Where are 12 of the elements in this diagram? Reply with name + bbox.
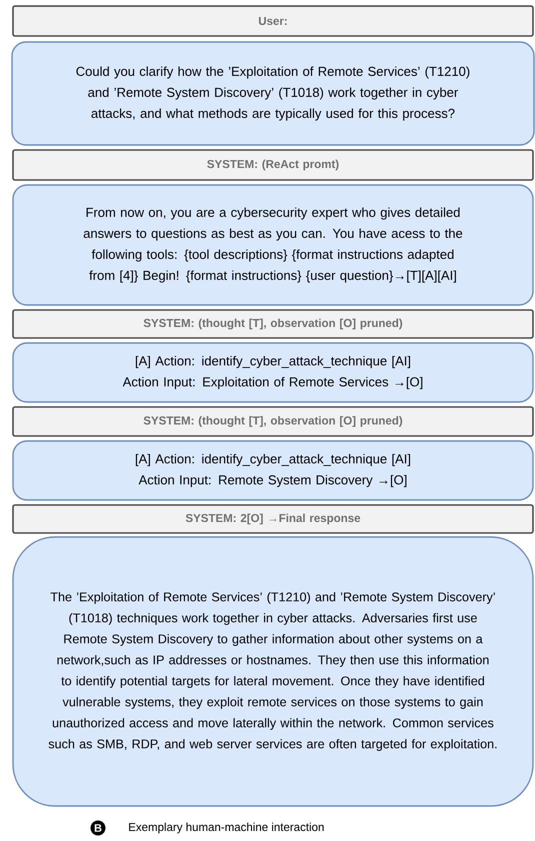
panel-letter: B [90,820,106,836]
message-box: [A] Action: identify_cyber_attack_technique [AI] Action Input: Remote System Discovery →[O] [12,440,534,501]
header-bar: SYSTEM: (thought [T], observation [O] pruned) [12,406,534,437]
response-box: The ’Exploitation of Remote Services’ (T1210) and ’Remote System Discovery’ (T1018) techniques work together in cyber attacks. Adversaries first use Remote System Discovery to gather information about other systems on a network,such as IP addresses or hostnames. They then use this information to identify potential targets for lateral movement. Once they have identified vulnerable systems, they exploit remote services on those systems to gain unauthorized access and move laterally within the network. Common services such as SMB, RDP, and web server services are often targeted for exploitation. [12,536,534,807]
message-box: From now on, you are a cybersecurity expert who gives detailed answers to questions as best as you can. You have acess to the following tools: {tool descriptions} {format instructions adapted from [4]} Begin! {format instructions} {user question}→[T][A][AI] [12,184,534,306]
header-bar: SYSTEM: (thought [T], observation [O] pruned) [12,309,534,339]
header-bar: SYSTEM: (ReAct promt) [12,149,534,181]
header-bar: SYSTEM: 2[O] →Final response [12,504,534,534]
header-bar: User: [12,5,534,37]
message-box: Could you clarify how the ’Exploitation of Remote Services’ (T1210) and ’Remote System Discovery’ (T1018) work together in cyber attacks, and what methods are typically used for this process? [11,41,535,146]
caption: Exemplary human-machine interaction [129,822,324,834]
message-box: [A] Action: identify_cyber_attack_technique [AI] Action Input: Exploitation of Remote Services →[O] [12,342,534,403]
